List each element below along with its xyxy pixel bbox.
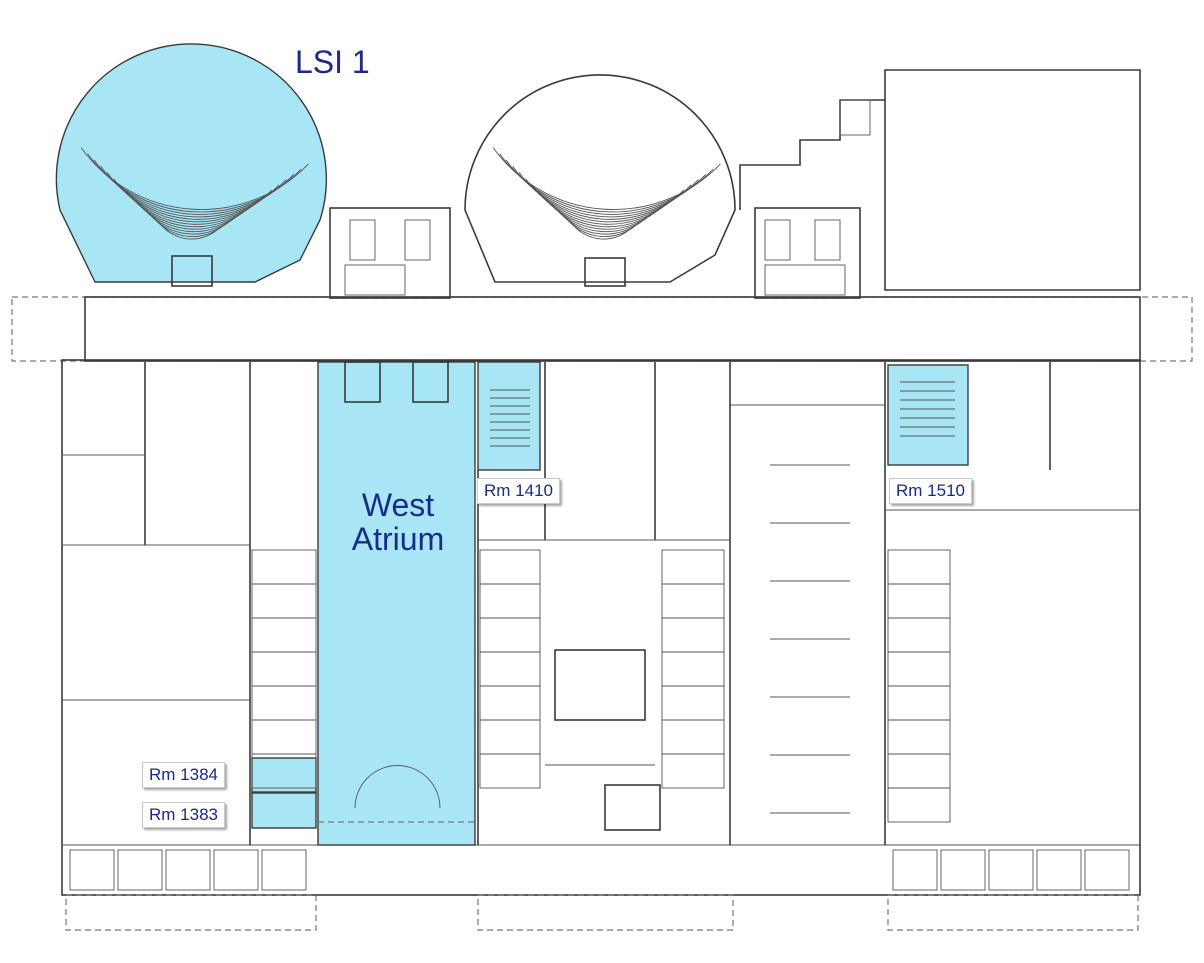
west-atrium-label: West Atrium bbox=[328, 488, 468, 556]
room-1510[interactable] bbox=[887, 364, 969, 466]
core-blocks-top bbox=[329, 207, 861, 299]
lecture-hall-lsi1[interactable] bbox=[55, 43, 328, 287]
west-atrium-label-line1: West bbox=[361, 487, 435, 523]
open-study-area bbox=[770, 464, 850, 814]
lsi1-label: LSI 1 bbox=[295, 44, 370, 80]
small-rooms-grid bbox=[251, 549, 951, 823]
bottom-office-row bbox=[69, 849, 1130, 891]
room-1383[interactable] bbox=[251, 792, 317, 829]
west-atrium[interactable] bbox=[317, 361, 476, 846]
rm1410-label: Rm 1410 bbox=[477, 478, 560, 504]
interior-walls bbox=[62, 362, 1140, 845]
room-1384[interactable] bbox=[251, 757, 317, 793]
room-1410[interactable] bbox=[477, 361, 541, 471]
upper-right-wing bbox=[739, 69, 1141, 291]
rm1384-label: Rm 1384 bbox=[142, 762, 225, 788]
west-atrium-label-line2: Atrium bbox=[351, 521, 445, 557]
corridor-band bbox=[11, 296, 1193, 362]
rm1383-label: Rm 1383 bbox=[142, 802, 225, 828]
lecture-hall-west bbox=[464, 74, 736, 287]
main-building bbox=[61, 359, 1141, 931]
rm1510-label: Rm 1510 bbox=[889, 478, 972, 504]
